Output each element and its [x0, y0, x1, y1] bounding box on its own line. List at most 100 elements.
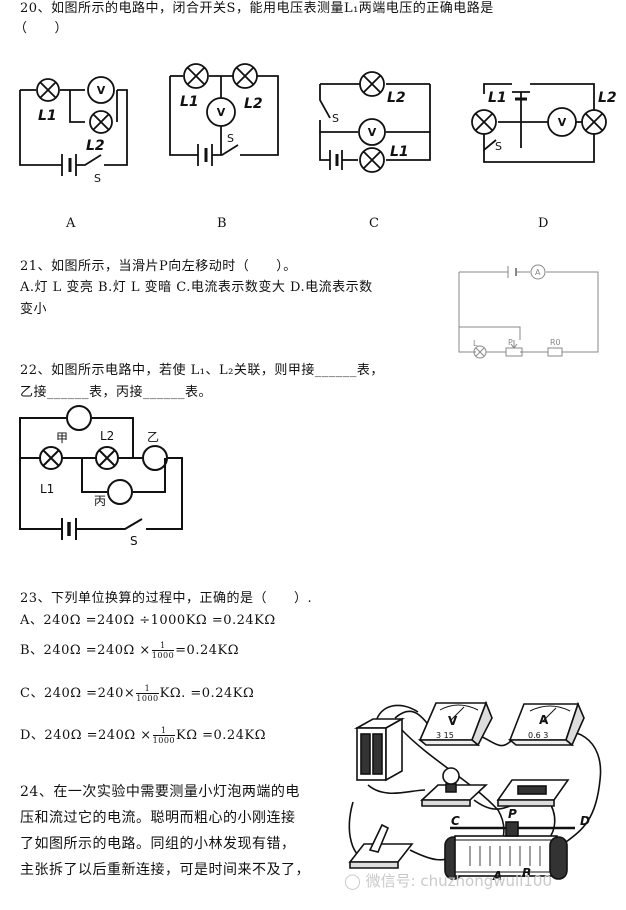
q22-text-line2: 乙接______表，丙接______表。 — [20, 385, 213, 400]
q20-option-a: A — [66, 216, 76, 231]
lamp-icon — [36, 78, 60, 102]
lamp-icon — [89, 110, 113, 134]
q22-circuit-diagram: 甲 L2 乙 L1 丙 S — [19, 405, 183, 548]
q24-text-line3: 了如图所示的电路。同组的小林发现有错， — [20, 836, 296, 852]
q24-text-line4: 主张拆了以后重新连接，可是时间来不及了， — [20, 862, 310, 878]
q24-label-v: V — [448, 714, 458, 728]
q24-label-a: A — [492, 869, 502, 883]
q24-text-line1: 24、在一次实验中需要测量小灯泡两端的电 — [20, 784, 300, 800]
watermark-text: 微信号: chuzhongwuli100 — [365, 872, 552, 890]
q20-label-v: V — [217, 106, 226, 119]
rheostat-icon — [444, 821, 575, 880]
q24-label-b: B — [522, 866, 531, 880]
q23-option-c-suffix: KΩ. =0.24KΩ — [159, 686, 255, 701]
q20-label-v: V — [558, 116, 567, 129]
lamp-icon — [581, 109, 607, 135]
q22-text-line1: 22、如图所示电路中，若使 L₁、L₂关联，则甲接______表， — [20, 363, 384, 378]
voltmeter-icon — [358, 118, 386, 146]
battery-icon — [353, 717, 406, 782]
circuit-c — [319, 71, 431, 173]
q21-text-line3: 变小 — [20, 302, 48, 317]
q22-label-jia: 甲 — [56, 431, 68, 445]
lamp-icon — [95, 446, 119, 470]
q24-voltmeter-terminals: 3 15 — [436, 731, 454, 740]
wechat-icon: ◯ — [344, 872, 361, 890]
lamp-icon — [471, 109, 497, 135]
voltmeter-icon — [417, 700, 493, 747]
q20-label-l1: L1 — [488, 90, 507, 106]
q20-text-line1: 20、如图所示的电路中，闭合开关S，能用电压表测量L₁两端电压的正确电路是 — [20, 1, 494, 16]
q20-option-d: D — [538, 216, 549, 231]
q23-option-d-prefix: D、240Ω =240Ω × — [20, 728, 152, 743]
bulb-icon — [419, 767, 489, 807]
meter-jia-circle — [66, 405, 92, 431]
q20-label-l2: L2 — [598, 90, 617, 106]
q21-label-r0: R0 — [550, 338, 561, 347]
q23-option-b-suffix: =0.24KΩ — [175, 643, 239, 658]
q20-label-l2: L2 — [387, 90, 406, 106]
resistor-icon — [547, 347, 563, 357]
fraction-numerator: 1 — [152, 726, 176, 736]
q24-label-d: D — [580, 814, 590, 828]
q20-label-l1: L1 — [390, 144, 409, 160]
lamp-icon — [39, 446, 63, 470]
voltmeter-icon — [547, 107, 577, 137]
fraction-numerator: 1 — [151, 641, 175, 651]
lamp-icon — [359, 71, 385, 97]
lamp-icon — [232, 63, 258, 89]
q20-option-b: B — [217, 216, 228, 231]
q24-ammeter-terminals: 0.6 3 — [528, 731, 548, 740]
q22-label-bing: 丙 — [94, 494, 106, 508]
meter-bing-circle — [107, 479, 133, 505]
q20-label-l1: L1 — [180, 94, 199, 110]
watermark: ◯ 微信号: chuzhongwuli100 — [344, 870, 552, 891]
q22-label-l2: L2 — [100, 429, 114, 443]
q23-option-c-prefix: C、240Ω =240× — [20, 686, 136, 701]
q20-label-v: V — [368, 126, 377, 139]
resistor-icon — [496, 779, 570, 807]
circuit-a — [19, 76, 128, 176]
q22-label-yi: 乙 — [147, 430, 159, 444]
q20-label-s: S — [495, 140, 502, 153]
q23-option-d-suffix: KΩ =0.24KΩ — [176, 728, 266, 743]
q20-label-s: S — [227, 132, 234, 145]
q21-label-a: A — [535, 268, 541, 277]
q20-label-s: S — [332, 112, 339, 125]
fraction-denominator: 1000 — [152, 736, 176, 745]
q21-label-p: P — [508, 338, 513, 347]
q20-label-l1: L1 — [38, 108, 57, 124]
q20-text-line2: （ ） — [14, 21, 69, 36]
q21-circuit-diagram: A L P R0 — [458, 264, 599, 359]
q21-text-line1: 21、如图所示，当滑片P向左移动时（ ）。 — [20, 259, 297, 274]
q24-label-c: C — [451, 814, 460, 828]
voltmeter-icon — [206, 97, 236, 127]
q20-label-l2: L2 — [86, 138, 105, 154]
ammeter-icon — [507, 701, 585, 747]
q20-label-l2: L2 — [244, 96, 263, 112]
q23-option-b-prefix: B、240Ω =240Ω × — [20, 643, 151, 658]
voltmeter-icon — [87, 76, 115, 104]
q23-text-line1: 23、下列单位换算的过程中，正确的是（ ）. — [20, 591, 313, 606]
meter-yi-circle — [142, 445, 168, 471]
q24-label-a: A — [539, 713, 549, 727]
lamp-icon — [473, 345, 487, 359]
q23-option-a: A、240Ω =240Ω ÷1000KΩ =0.24KΩ — [20, 613, 276, 628]
q20-label-v: V — [97, 84, 106, 97]
lamp-icon — [359, 147, 385, 173]
fraction-denominator: 1000 — [151, 651, 175, 660]
fraction-denominator: 1000 — [136, 694, 159, 703]
q21-text-line2: A.灯 L 变亮 B.灯 L 变暗 C.电流表示数变大 D.电流表示数 — [20, 280, 373, 295]
circuit-b — [169, 63, 279, 166]
q21-label-l: L — [473, 339, 478, 348]
q20-circuit-diagrams: L1 L2 L1 L2 L2 L1 L1 L2 V V V V S S S S — [19, 63, 617, 185]
q24-text-line2: 压和流过它的电流。聪明而粗心的小刚连接 — [20, 810, 296, 826]
fraction-numerator: 1 — [136, 684, 159, 694]
q20-option-c: C — [369, 216, 380, 231]
